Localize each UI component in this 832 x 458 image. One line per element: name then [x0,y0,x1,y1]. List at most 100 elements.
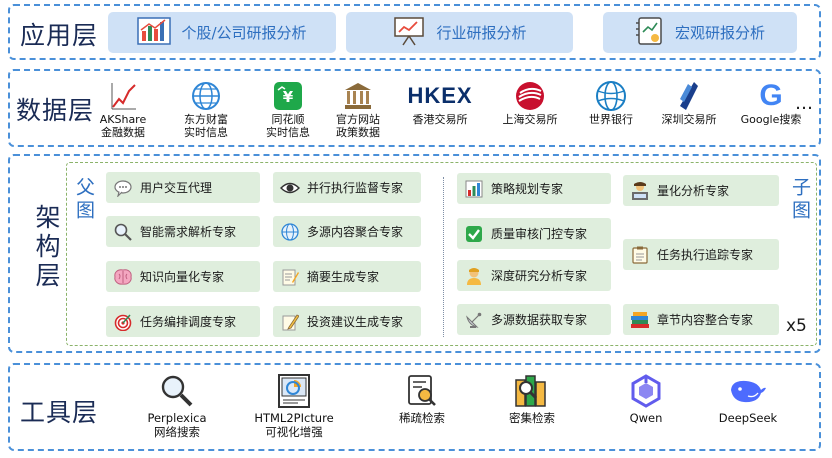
source-name: 上海交易所 [502,113,558,126]
pencil-icon [279,311,301,333]
source-name: 世界银行 [589,113,633,126]
chat-bubble-icon [112,177,134,199]
tonghuashun-icon: ¥ [273,79,303,113]
agent-label: 摘要生成专家 [307,270,380,284]
source-akshare[interactable]: AKShare 金融数据 [78,79,168,139]
application-layer: 应用层 个股/公司研报分析 行业研报分析 [8,4,821,60]
app-card-industry-analysis[interactable]: 行业研报分析 [346,12,573,53]
search-magnifier-icon [160,371,194,411]
hkex-logo: HKEX [407,79,472,113]
agent-label: 用户交互代理 [140,181,213,195]
agent-label: 智能需求解析专家 [140,225,237,239]
eastmoney-icon [191,79,221,113]
google-icon: G [759,79,782,113]
graph-divider [443,177,444,337]
report-notebook-icon [635,16,665,50]
agent-content-aggregation[interactable]: 多源内容聚合专家 [273,216,421,247]
tool-sparse-retrieval[interactable]: 稀疏检索 [367,371,477,425]
agent-deep-research[interactable]: 深度研究分析专家 [457,260,611,291]
agent-label: 投资建议生成专家 [307,315,404,329]
source-name: AKShare [99,113,147,126]
dense-retrieval-icon [514,371,550,411]
sse-logo-icon [514,79,546,113]
agent-label: 多源内容聚合专家 [307,225,404,239]
agent-label: 策略规划专家 [491,182,564,196]
presentation-board-icon [392,16,426,50]
source-hkex[interactable]: HKEX 香港交易所 [395,79,485,126]
source-desc: 实时信息 [266,126,310,139]
brain-icon [112,266,134,288]
chart-picture-icon [278,371,310,411]
parent-graph-label: 父图 [73,177,95,223]
technologist-icon [629,180,651,202]
tool-name: HTML2PIcture [254,411,334,425]
source-name: 东方财富 [184,113,228,126]
agent-label: 任务执行追踪专家 [657,248,754,262]
app-card-macro-analysis[interactable]: 宏观研报分析 [603,12,797,53]
tool-qwen[interactable]: Qwen [591,371,701,425]
agent-quality-gate[interactable]: 质量审核门控专家 [457,218,611,249]
child-graph-multiplier: x5 [786,316,807,336]
source-official-website[interactable]: 官方网站 政策数据 [313,79,403,139]
tool-html2picture[interactable]: HTML2PIcture 可视化增强 [239,371,349,439]
source-world-bank[interactable]: 世界银行 [566,79,656,126]
app-card-label: 行业研报分析 [436,24,527,42]
agent-data-acquisition[interactable]: 多源数据获取专家 [457,304,611,335]
tool-name: 密集检索 [509,411,555,425]
document-search-icon [406,371,438,411]
memo-icon [279,266,301,288]
world-bank-icon [595,79,627,113]
tool-perplexica[interactable]: Perplexica 网络搜索 [122,371,232,439]
agent-label: 质量审核门控专家 [491,227,588,241]
satellite-dish-icon [463,309,485,331]
agent-parallel-supervisor[interactable]: 并行执行监督专家 [273,172,421,203]
agent-investment-advice[interactable]: 投资建议生成专家 [273,306,421,337]
architecture-layer-title: 架构层 [32,204,61,291]
books-icon [629,309,651,331]
agent-label: 知识向量化专家 [140,270,225,284]
agent-summary-generation[interactable]: 摘要生成专家 [273,261,421,292]
agent-chapter-integration[interactable]: 章节内容整合专家 [623,304,779,335]
source-sse[interactable]: 上海交易所 [485,79,575,126]
szse-logo-icon [676,79,702,113]
agent-task-tracking[interactable]: 任务执行追踪专家 [623,239,779,270]
deepseek-whale-icon [728,371,768,411]
agent-strategy-planning[interactable]: 策略规划专家 [457,173,611,204]
agent-label: 多源数据获取专家 [491,313,588,327]
data-layer-title: 数据层 [16,96,95,125]
agent-quant-analysis[interactable]: 量化分析专家 [623,175,779,206]
source-name: 官方网站 [336,113,380,126]
application-layer-title: 应用层 [20,21,99,50]
more-sources-ellipsis: … [795,93,813,114]
agent-user-interaction[interactable]: 用户交互代理 [106,172,260,203]
tool-deepseek[interactable]: DeepSeek [693,371,803,425]
app-card-label: 个股/公司研报分析 [181,24,307,42]
source-desc: 金融数据 [101,126,145,139]
tool-name: DeepSeek [718,411,778,425]
source-desc: 实时信息 [184,126,228,139]
agent-graph-frame: 父图 子图 用户交互代理 并行执行监督专家 智能需求解析专家 多源 [66,162,817,346]
source-eastmoney[interactable]: 东方财富 实时信息 [161,79,251,139]
qwen-logo-icon [629,371,663,411]
agent-knowledge-vectorization[interactable]: 知识向量化专家 [106,261,260,292]
globe-icon [279,221,301,243]
check-box-icon [463,223,485,245]
source-name: 香港交易所 [412,113,468,126]
source-tonghuashun[interactable]: ¥ 同花顺 实时信息 [243,79,333,139]
tool-layer-title: 工具层 [20,398,99,427]
source-szse[interactable]: 深圳交易所 [644,79,734,126]
agent-requirement-parsing[interactable]: 智能需求解析专家 [106,216,260,247]
tool-name: Qwen [629,411,663,425]
agent-task-orchestration[interactable]: 任务编排调度专家 [106,306,260,337]
tool-name: Perplexica [147,411,207,425]
agent-label: 任务编排调度专家 [140,315,237,329]
source-name: 同花顺 [271,113,305,126]
tool-dense-retrieval[interactable]: 密集检索 [477,371,587,425]
app-card-stock-analysis[interactable]: 个股/公司研报分析 [108,12,336,53]
source-desc: 政策数据 [336,126,380,139]
source-google[interactable]: G Google搜索 [726,79,816,127]
svg-text:¥: ¥ [283,88,294,106]
government-building-icon [343,79,373,113]
tool-desc: 网络搜索 [154,425,200,439]
researcher-icon [463,265,485,287]
